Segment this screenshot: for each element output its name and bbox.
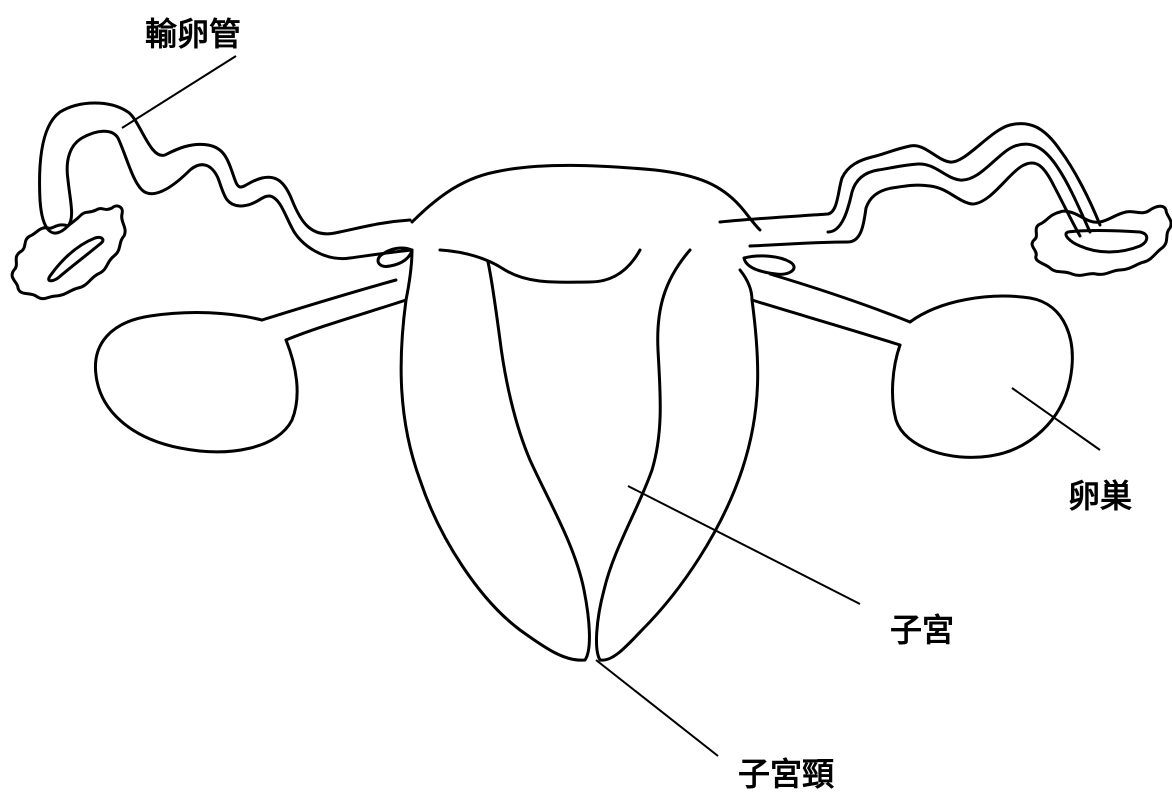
uterus-right-outer xyxy=(597,250,758,660)
label-uterus: 子宮 xyxy=(890,614,954,646)
left-ovary xyxy=(95,313,297,452)
right-fimbriae xyxy=(1032,206,1171,275)
left-fallopian-tube xyxy=(40,103,412,259)
leader-uterus xyxy=(628,486,860,604)
left-fimbriae xyxy=(12,206,125,299)
leader-ovary xyxy=(1012,388,1100,450)
label-ovary: 卵巣 xyxy=(1068,480,1132,512)
right-horn xyxy=(744,256,794,274)
uterine-cavity-roof xyxy=(440,250,640,282)
right-ovarian-ligament xyxy=(752,274,910,345)
leader-fallopian-tube xyxy=(122,56,236,128)
leader-cervix xyxy=(596,660,718,756)
uterus-left-outer xyxy=(401,262,589,660)
uterus-fundus xyxy=(412,165,760,230)
label-cervix: 子宮頸 xyxy=(738,758,834,790)
right-fallopian-tube-outer xyxy=(750,163,1080,246)
right-fallopian-tube xyxy=(720,124,1100,225)
label-fallopian-tube: 輸卵管 xyxy=(145,18,241,50)
uterus-right-wall xyxy=(740,270,752,300)
right-ovary xyxy=(893,296,1073,457)
left-ovarian-ligament xyxy=(262,280,406,340)
